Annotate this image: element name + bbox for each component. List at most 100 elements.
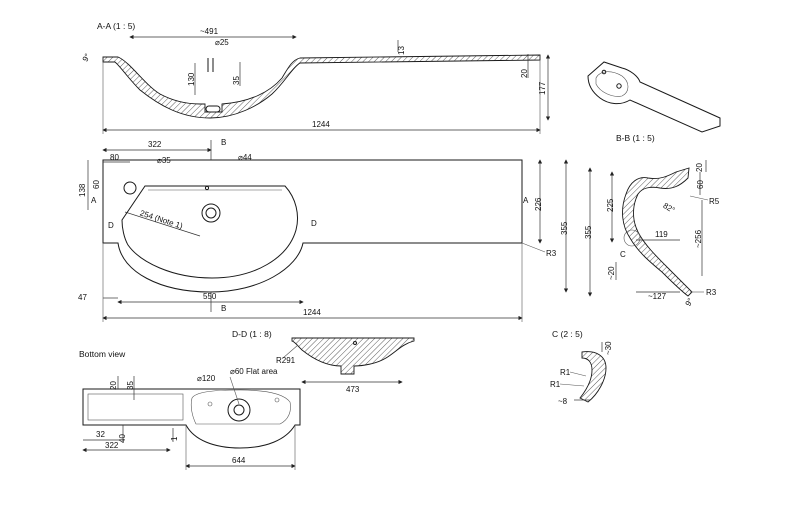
dim-h355: 355 — [584, 225, 593, 239]
dim-w32: 32 — [96, 430, 105, 439]
bottom-bowl-base — [190, 389, 291, 425]
dim-h60: 60 — [92, 180, 101, 189]
section-dd-view: D-D (1 : 8) R291 473 — [232, 329, 415, 394]
dim-r1a: R1 — [560, 368, 571, 377]
dim-w644: 644 — [232, 456, 246, 465]
marker-c: C — [620, 250, 626, 259]
tap-hole — [123, 181, 137, 195]
leader-r3 — [521, 242, 546, 253]
marker-a-right: A — [523, 196, 529, 205]
dim-w1244: 1244 — [303, 308, 321, 317]
section-bb-view: B-B (1 : 5) C 20 60 225 82° R5 355 119 ~… — [584, 133, 720, 308]
section-aa-view: A-A (1 : 5) ~491 ⌀25 13 9° 130 35 20 177… — [81, 21, 551, 134]
leader-r5 — [689, 195, 709, 201]
dd-overflow-hole — [353, 341, 357, 345]
marker-a-left: A — [91, 196, 97, 205]
iso-tap-hole — [601, 69, 607, 75]
iso-bowl — [595, 71, 629, 97]
dim-h20: 20 — [695, 163, 704, 172]
marker-b-bottom: B — [221, 304, 226, 313]
dim-h225: 225 — [606, 198, 615, 212]
bottom-view: Bottom view 20 35 ⌀120 ⌀60 Flat area 32 … — [79, 349, 301, 470]
bottom-view-title: Bottom view — [79, 349, 126, 359]
dim-h35: 35 — [126, 381, 135, 390]
dim-h40: 40 — [118, 434, 127, 443]
dim-d44: ⌀44 — [238, 153, 252, 162]
dim-r5: R5 — [709, 197, 720, 206]
iso-drain — [616, 83, 622, 89]
dim-w322: 322 — [148, 140, 162, 149]
dim-d60: ⌀60 Flat area — [230, 367, 278, 376]
dim-h20: 20 — [520, 69, 529, 78]
overflow-hole — [204, 185, 210, 191]
dim-w473: 473 — [346, 385, 360, 394]
plan-view: A A B B D D 322 80 ⌀35 ⌀44 138 60 254 (N… — [78, 138, 569, 322]
detail-c-profile — [579, 351, 607, 403]
detail-c-circle — [623, 229, 641, 247]
section-bb-profile — [622, 167, 693, 297]
dim-w1244: 1244 — [312, 120, 330, 129]
dim-h35: 35 — [232, 76, 241, 85]
dim-r3: R3 — [706, 288, 717, 297]
iso-outline — [587, 61, 721, 133]
dim-v13: 13 — [397, 46, 406, 55]
isometric-view — [587, 61, 721, 133]
dim-w80: 80 — [110, 153, 119, 162]
bottom-drain — [233, 404, 245, 416]
leader-r1 — [559, 383, 585, 387]
detail-c-title: C (2 : 5) — [552, 329, 583, 339]
section-bb-title: B-B (1 : 5) — [616, 133, 655, 143]
bottom-rib — [87, 393, 184, 421]
section-aa-profile — [102, 54, 541, 119]
dim-h226: 226 — [534, 197, 543, 211]
bottom-mark — [274, 397, 280, 403]
marker-b-top: B — [221, 138, 226, 147]
detail-c-view: C (2 : 5) ~30 R1 R1 ~8 — [550, 329, 613, 406]
dim-r3: R3 — [546, 249, 557, 258]
dim-h130: 130 — [187, 72, 196, 86]
section-dd-profile — [291, 337, 415, 375]
dim-h256: ~256 — [694, 229, 703, 248]
dim-r291: R291 — [276, 356, 296, 365]
dim-w127: ~127 — [648, 292, 667, 301]
leader-d60 — [229, 376, 240, 405]
dim-angle-9: 9° — [684, 297, 696, 308]
leader-r1 — [569, 371, 587, 377]
dim-w322: 322 — [105, 441, 119, 450]
dim-h20: 20 — [109, 381, 118, 390]
plan-outline — [102, 159, 523, 293]
bottom-mark — [207, 401, 213, 407]
dim-r1b: R1 — [550, 380, 561, 389]
dim-w550: 550 — [203, 292, 217, 301]
marker-d-left: D — [108, 221, 114, 230]
dim-h60: 60 — [696, 180, 705, 189]
bottom-outline — [82, 388, 301, 449]
section-dd-title: D-D (1 : 8) — [232, 329, 272, 339]
plan-bowl — [121, 185, 299, 279]
dim-d35: ⌀35 — [157, 156, 171, 165]
dim-w119: 119 — [655, 230, 668, 239]
dim-v30: ~30 — [604, 341, 613, 355]
drain-outline — [205, 105, 221, 113]
dim-w491: ~491 — [200, 27, 219, 36]
dim-w8: ~8 — [558, 397, 568, 406]
dim-h177: 177 — [538, 81, 547, 95]
dim-h20b: ~20 — [607, 266, 616, 280]
section-aa-title: A-A (1 : 5) — [97, 21, 135, 31]
dim-angle-82: 82° — [661, 201, 676, 215]
dim-d120: ⌀120 — [197, 374, 216, 383]
leader-r291 — [282, 344, 299, 359]
dim-h355: 355 — [560, 221, 569, 235]
drain-hole — [201, 203, 221, 223]
dim-v1: 1 — [170, 436, 179, 441]
dim-h138: 138 — [78, 183, 87, 197]
dim-w47: 47 — [78, 293, 87, 302]
drain-hole-inner — [205, 207, 217, 219]
dim-angle-9: 9° — [81, 52, 93, 63]
dim-note: 254 (Note 1) — [139, 208, 184, 230]
marker-d-right: D — [311, 219, 317, 228]
dim-line — [124, 211, 201, 237]
bottom-flat-area — [227, 398, 251, 422]
dim-d25: ⌀25 — [215, 38, 229, 47]
